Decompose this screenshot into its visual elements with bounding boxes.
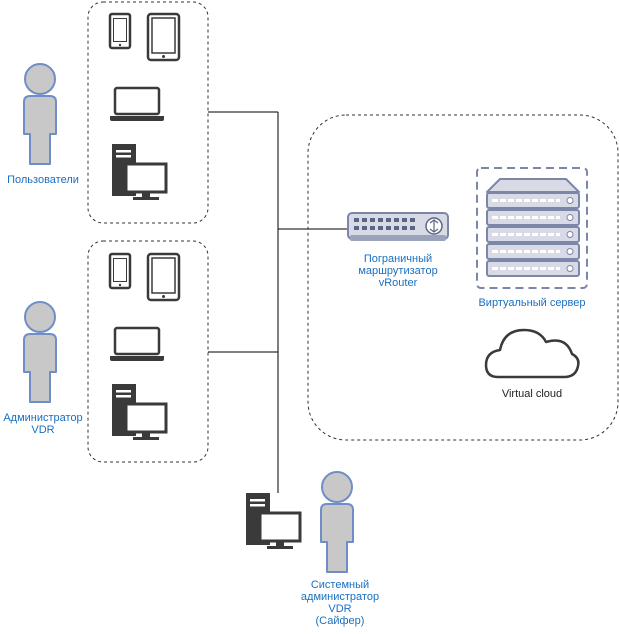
router-label-line3: vRouter: [378, 277, 418, 289]
sysadmin-person-icon: [320, 471, 354, 573]
admin-person-icon: [23, 301, 57, 403]
server-rack-icon: [486, 178, 580, 277]
admin-label-line2: VDR: [31, 424, 55, 436]
sysadmin-label-line4: (Сайфер): [315, 615, 365, 627]
sysadmin-label: Системный администратор VDR (Сайфер): [280, 579, 400, 627]
admin-label: Администратор VDR: [0, 412, 86, 436]
smartphone-icon: [108, 252, 132, 290]
tablet-icon: [146, 252, 181, 302]
tablet-icon: [146, 12, 181, 62]
smartphone-icon: [108, 12, 132, 50]
users-devices-group: [87, 1, 209, 224]
router-label-line1: Пограничный: [363, 253, 433, 265]
sysadmin-label-line3: VDR: [328, 603, 352, 615]
server-selection-frame: [476, 167, 588, 289]
desktop-pc-icon: [110, 382, 168, 442]
users-label: Пользователи: [7, 174, 79, 186]
admin-devices-group: [87, 240, 209, 463]
connection-lines: [208, 111, 348, 493]
sysadmin-label-line1: Системный: [310, 579, 370, 591]
virtual-cloud-boundary: [307, 114, 619, 441]
desktop-pc-icon: [244, 491, 302, 551]
laptop-icon: [108, 326, 166, 363]
sysadmin-label-line2: администратор: [300, 591, 380, 603]
laptop-icon: [108, 86, 166, 123]
users-person-icon: [23, 63, 57, 165]
router-label-line2: маршрутизатор: [358, 265, 438, 277]
router-icon: [347, 212, 449, 241]
virtual-cloud-label: Virtual cloud: [501, 388, 563, 400]
desktop-pc-icon: [110, 142, 168, 202]
admin-label-line1: Администратор: [3, 412, 83, 424]
router-label: Пограничный маршрутизатор vRouter: [340, 253, 456, 289]
virtual-server-label: Виртуальный сервер: [478, 297, 586, 309]
cloud-icon: [484, 328, 580, 379]
